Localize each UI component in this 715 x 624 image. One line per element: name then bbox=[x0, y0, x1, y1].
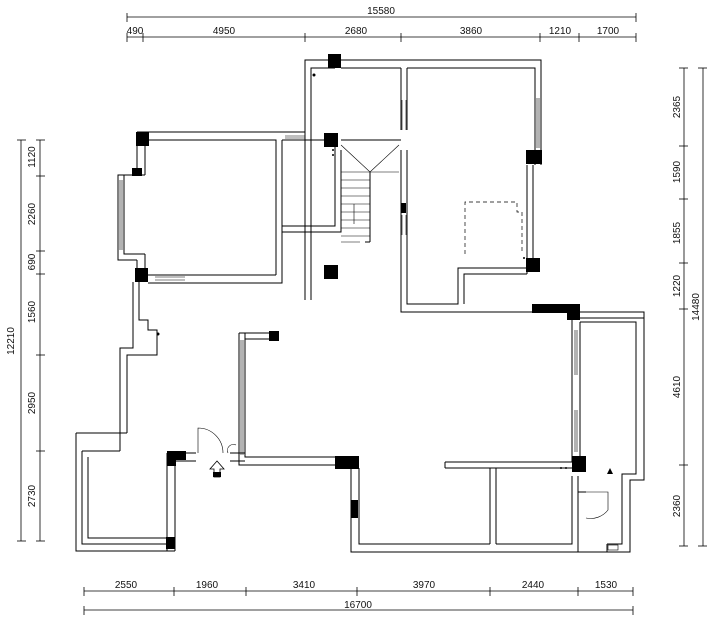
bottom-dimension-chain: 2550 1960 3410 3970 2440 1530 16700 bbox=[83, 580, 634, 615]
right-seg-6: 2360 bbox=[672, 494, 683, 517]
detail-marks bbox=[156, 73, 619, 551]
bottom-seg-6: 1530 bbox=[595, 580, 618, 591]
right-total-label: 14480 bbox=[691, 293, 702, 321]
top-total-label: 15580 bbox=[367, 6, 395, 17]
windows bbox=[119, 98, 578, 455]
closet-outline bbox=[464, 201, 523, 254]
right-dimension-chain: 2365 1590 1855 1220 4610 2360 14480 bbox=[672, 67, 707, 547]
doors bbox=[197, 427, 609, 519]
entrance-arrow-icon bbox=[209, 460, 225, 478]
top-seg-1: 490 bbox=[127, 26, 144, 37]
right-seg-3: 1855 bbox=[672, 221, 683, 244]
left-seg-4: 1560 bbox=[27, 300, 38, 323]
bottom-seg-2: 1960 bbox=[196, 580, 219, 591]
left-seg-3: 690 bbox=[27, 253, 38, 270]
top-seg-2: 4950 bbox=[213, 26, 236, 37]
left-dimension-chain: 12210 1120 2260 690 1560 2950 2730 bbox=[6, 139, 45, 542]
bottom-seg-4: 3970 bbox=[413, 580, 436, 591]
bottom-seg-3: 3410 bbox=[293, 580, 316, 591]
bottom-seg-5: 2440 bbox=[522, 580, 545, 591]
bottom-total-label: 16700 bbox=[344, 600, 372, 611]
top-seg-4: 3860 bbox=[460, 26, 483, 37]
left-seg-6: 2730 bbox=[27, 484, 38, 507]
top-dimension-chain: 15580 490 4950 2680 3860 1210 1700 bbox=[126, 6, 637, 42]
left-seg-1: 1120 bbox=[27, 146, 38, 168]
top-seg-6: 1700 bbox=[597, 26, 620, 37]
right-seg-1: 2365 bbox=[672, 95, 683, 118]
staircase bbox=[340, 144, 400, 243]
left-seg-2: 2260 bbox=[27, 202, 38, 225]
right-seg-4: 1220 bbox=[672, 274, 683, 297]
right-seg-2: 1590 bbox=[672, 160, 683, 183]
bottom-seg-1: 2550 bbox=[115, 580, 138, 591]
top-seg-5: 1210 bbox=[549, 26, 572, 37]
top-seg-3: 2680 bbox=[345, 26, 368, 37]
left-total-label: 12210 bbox=[6, 327, 17, 355]
left-seg-5: 2950 bbox=[27, 391, 38, 414]
structural-columns bbox=[132, 54, 586, 549]
right-seg-5: 4610 bbox=[672, 375, 683, 398]
